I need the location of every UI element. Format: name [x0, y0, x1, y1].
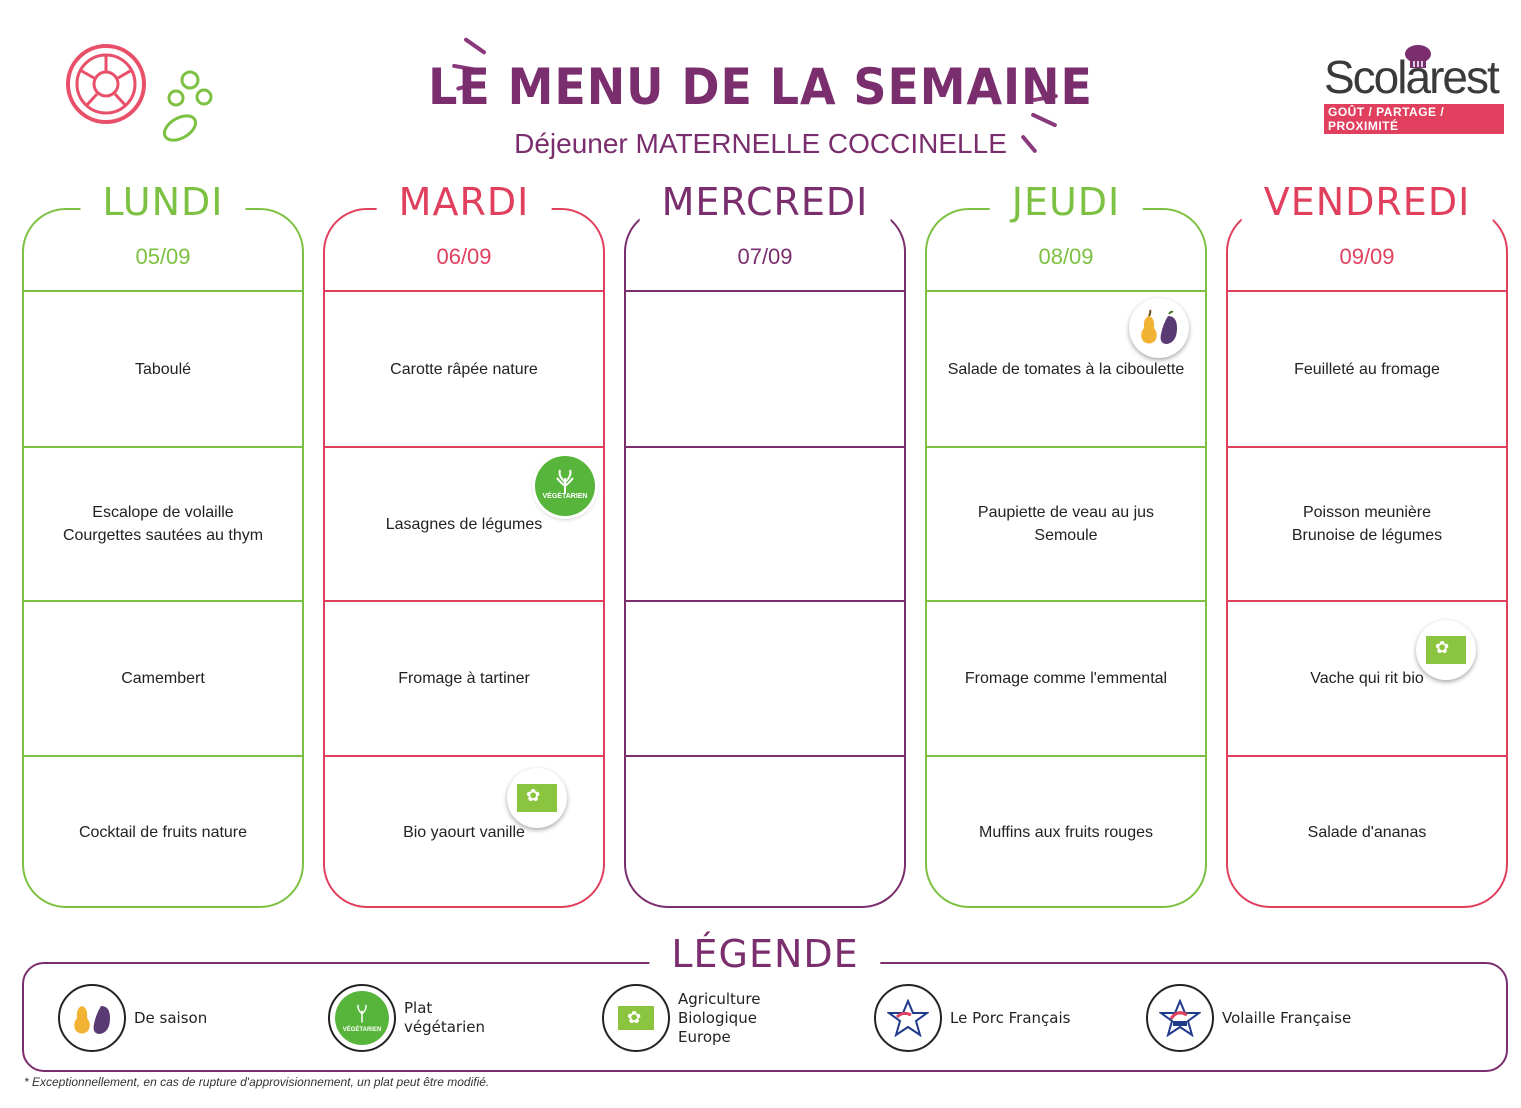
- dish-text: Bio yaourt vanille: [403, 824, 525, 841]
- dish-text: Salade d'ananas: [1307, 824, 1427, 841]
- menu-cell-cheese: Fromage comme l'emmental: [927, 600, 1205, 755]
- legend-item-seasonal: De saison: [58, 984, 207, 1052]
- menu-cell-cheese: Fromage à tartiner: [325, 600, 603, 755]
- menu-cell-main: Lasagnes de légumes: [325, 446, 603, 600]
- menu-cell-starter: Feuilleté au fromage: [1228, 290, 1506, 446]
- dish-text: Taboulé: [134, 360, 192, 378]
- vegetarian-icon: VÉGÉTARIEN: [328, 984, 396, 1052]
- menu-cell-main: Paupiette de veau au jus Semoule: [927, 446, 1205, 600]
- menu-cell-dessert: Muffins aux fruits rouges: [927, 755, 1205, 908]
- legend-item-vegetarian: VÉGÉTARIEN Plat végétarien: [328, 984, 485, 1052]
- day-name: MERCREDI: [639, 180, 891, 224]
- page-title: LE MENU DE LA SEMAINE: [428, 58, 1093, 116]
- dish-text: Cocktail de fruits nature: [78, 824, 248, 841]
- day-date: 08/09: [1038, 244, 1094, 269]
- french-poultry-icon: [1146, 984, 1214, 1052]
- vegetarian-icon-text: VÉGÉTARIEN: [342, 1027, 382, 1033]
- menu-cell-starter: Taboulé: [24, 290, 302, 446]
- menu-cell-dessert: Salade d'ananas: [1228, 755, 1506, 908]
- seasonal-icon: [58, 984, 126, 1052]
- menu-cell-starter: Salade de tomates à la ciboulette: [927, 290, 1205, 446]
- dish-text: Feuilleté au fromage: [1294, 360, 1440, 378]
- day-date: 09/09: [1339, 244, 1395, 269]
- menu-cell-starter: Carotte râpée nature: [325, 290, 603, 446]
- menu-cell-main: Escalope de volaille Courgettes sautées …: [24, 446, 302, 600]
- brand-tagline: GOÛT / PARTAGE / PROXIMITÉ: [1324, 104, 1504, 134]
- day-date: 07/09: [737, 244, 793, 269]
- day-date: 06/09: [436, 244, 492, 269]
- page-subtitle: Déjeuner MATERNELLE COCCINELLE: [514, 128, 1007, 159]
- day-name: VENDREDI: [1241, 180, 1493, 224]
- tomato-decoration-icon: [66, 44, 213, 142]
- menu-cell-dessert: [626, 755, 904, 908]
- day-name: JEUDI: [989, 180, 1143, 224]
- brand-logo: Scolarest GOÛT / PARTAGE / PROXIMITÉ: [1324, 52, 1504, 135]
- dish-text: Lasagnes de légumes: [385, 515, 543, 533]
- legend-label: Volaille Française: [1222, 1008, 1352, 1027]
- footnote: * Exceptionnellement, en cas de rupture …: [24, 1075, 490, 1089]
- menu-cell-dessert: Bio yaourt vanille: [325, 755, 603, 908]
- eu-organic-badge-icon: [507, 768, 567, 828]
- dish-text: Salade de tomates à la ciboulette: [947, 360, 1185, 378]
- legend-title: LÉGENDE: [649, 932, 881, 976]
- menu-cell-cheese: [626, 600, 904, 755]
- legend-item-organic: Agriculture Biologique Europe: [602, 984, 761, 1052]
- legend-label: Agriculture Biologique Europe: [678, 989, 761, 1046]
- eu-organic-badge-icon: [1416, 620, 1476, 680]
- eu-organic-icon: [602, 984, 670, 1052]
- french-pork-icon: [874, 984, 942, 1052]
- day-date: 05/09: [135, 244, 191, 269]
- vegetarian-badge-icon: VÉGÉTARIEN: [535, 456, 595, 516]
- menu-cell-dessert: Cocktail de fruits nature: [24, 755, 302, 908]
- legend: LÉGENDE De saison VÉGÉTARIEN Plat végéta…: [22, 932, 1508, 1072]
- menu-cell-main: Poisson meunière Brunoise de légumes: [1228, 446, 1506, 600]
- seasonal-badge-icon: [1129, 298, 1189, 358]
- day-name: MARDI: [376, 180, 552, 224]
- legend-item-pork: Le Porc Français: [874, 984, 1070, 1052]
- day-name: LUNDI: [80, 180, 246, 224]
- dish-text: Vache qui rit bio: [1310, 670, 1424, 687]
- dish-text: Muffins aux fruits rouges: [978, 824, 1153, 841]
- menu-cell-main: [626, 446, 904, 600]
- dish-text: Carotte râpée nature: [390, 360, 538, 378]
- menu-cell-cheese: Vache qui rit bio: [1228, 600, 1506, 755]
- dish-text: Fromage à tartiner: [398, 670, 530, 687]
- day-column-mercredi: MERCREDI 07/09: [624, 180, 906, 908]
- vegetarian-badge-text: VÉGÉTARIEN: [542, 493, 588, 500]
- legend-label: De saison: [134, 1008, 208, 1027]
- legend-label: Plat végétarien: [404, 999, 485, 1036]
- menu-cell-starter: [626, 290, 904, 446]
- dish-text: Poisson meunière Brunoise de légumes: [1291, 504, 1443, 544]
- legend-label: Le Porc Français: [950, 1008, 1071, 1027]
- day-column-mardi: MARDI 06/09 Carotte râpée nature Lasagne…: [323, 180, 605, 908]
- dish-text: Fromage comme l'emmental: [964, 670, 1168, 687]
- menu-cell-cheese: Camembert: [24, 600, 302, 755]
- title-ray: [463, 36, 487, 56]
- day-column-lundi: LUNDI 05/09 Taboulé Escalope de volaille…: [22, 180, 304, 908]
- dish-text: Camembert: [121, 670, 205, 687]
- day-column-jeudi: JEUDI 08/09 Salade de tomates à la cibou…: [925, 180, 1207, 908]
- dish-text: Paupiette de veau au jus Semoule: [977, 504, 1155, 544]
- chef-hat-icon: [1405, 45, 1431, 68]
- dish-text: Escalope de volaille Courgettes sautées …: [62, 504, 264, 544]
- day-column-vendredi: VENDREDI 09/09 Feuilleté au fromage Pois…: [1226, 180, 1508, 908]
- legend-item-poultry: Volaille Française: [1146, 984, 1351, 1052]
